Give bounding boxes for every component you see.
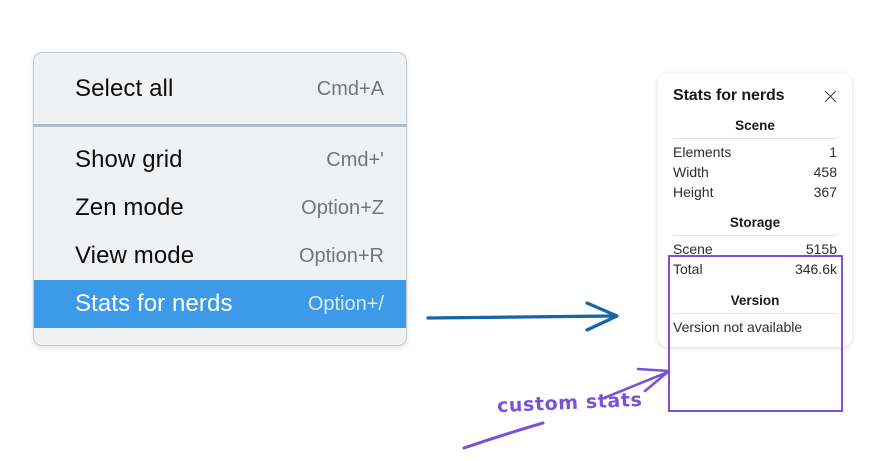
menu-item-shortcut: Option+/ — [307, 292, 384, 315]
menu-item-zen-mode[interactable]: Zen mode Option+Z — [34, 184, 406, 232]
stat-value: 346.6k — [794, 261, 837, 277]
panel-header: Stats for nerds — [658, 83, 852, 109]
version-note: Version not available — [673, 319, 803, 335]
stat-value: 515b — [805, 241, 837, 257]
section-title: Scene — [735, 118, 775, 133]
menu-item-shortcut: Cmd+' — [326, 148, 384, 171]
menu-item-shortcut: Cmd+A — [316, 77, 384, 100]
menu-item-stats-for-nerds[interactable]: Stats for nerds Option+/ — [34, 280, 406, 328]
menu-item-select-all[interactable]: Select all Cmd+A — [34, 65, 406, 113]
stat-value: 458 — [813, 164, 837, 180]
stat-label: Total — [673, 261, 703, 277]
menu-item-shortcut: Option+R — [298, 244, 384, 267]
section-scene: Scene Elements 1 Width 458 Height 367 — [658, 109, 852, 202]
menu-item-show-grid[interactable]: Show grid Cmd+' — [34, 136, 406, 184]
menu-item-view-mode[interactable]: View mode Option+R — [34, 232, 406, 280]
menu-item-label: Show grid — [75, 146, 183, 173]
stat-row: Height 367 — [673, 182, 837, 202]
menu-footer-spacer — [34, 328, 406, 345]
stat-value: 1 — [829, 144, 837, 160]
stat-label: Elements — [673, 144, 732, 160]
stats-for-nerds-panel[interactable]: Stats for nerds Scene Elements 1 Width 4… — [658, 73, 852, 347]
menu-group-1: Select all Cmd+A — [34, 53, 406, 124]
stat-row: Elements 1 — [673, 142, 837, 162]
section-rule — [673, 313, 837, 314]
annotation-label-custom-stats: custom stats — [496, 388, 643, 418]
menu-item-shortcut: Option+Z — [301, 196, 384, 219]
blue-arrow-icon — [426, 301, 619, 332]
stat-value: 367 — [813, 184, 837, 200]
section-rule — [673, 138, 837, 139]
section-storage: Storage Scene 515b Total 346.6k — [658, 202, 852, 279]
menu-item-label: Zen mode — [75, 194, 184, 221]
section-version: Version Version not available — [658, 279, 852, 335]
stat-label: Height — [673, 184, 714, 200]
panel-title: Stats for nerds — [673, 87, 785, 104]
menu-item-label: Stats for nerds — [75, 290, 233, 317]
section-title: Storage — [729, 215, 781, 230]
menu-item-label: Select all — [75, 75, 174, 102]
purple-underline-stroke — [462, 421, 545, 450]
stat-row: Scene 515b — [673, 239, 837, 259]
section-title: Version — [730, 293, 780, 308]
menu-item-label: View mode — [75, 242, 195, 269]
stat-label: Scene — [673, 241, 713, 257]
section-rule — [673, 235, 837, 236]
stat-row: Width 458 — [673, 162, 837, 182]
context-menu[interactable]: Select all Cmd+A Show grid Cmd+' Zen mod… — [33, 52, 407, 346]
stat-row: Total 346.6k — [673, 259, 837, 279]
menu-group-2: Show grid Cmd+' Zen mode Option+Z View m… — [34, 136, 406, 345]
close-icon[interactable] — [822, 88, 839, 105]
menu-divider — [34, 124, 406, 127]
stat-label: Width — [673, 164, 709, 180]
